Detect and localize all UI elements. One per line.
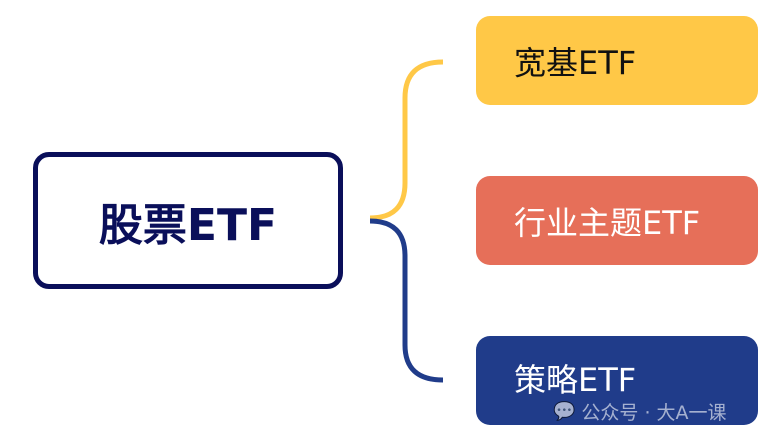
branch-strategy-etf: 策略ETF — [476, 336, 758, 425]
root-node: 股票ETF — [33, 152, 343, 289]
branch-label: 策略ETF — [514, 360, 637, 399]
wechat-icon: 💬 — [553, 401, 576, 422]
root-label: 股票ETF — [98, 199, 278, 251]
branch-sector-etf: 行业主题ETF — [476, 176, 758, 265]
connector-lower — [369, 218, 444, 383]
watermark-text: 公众号 · 大A一课 — [581, 402, 727, 424]
connector-upper — [369, 59, 444, 221]
branch-label: 宽基ETF — [514, 43, 637, 82]
watermark: 💬 公众号 · 大A一课 — [553, 398, 727, 425]
branch-broad-etf: 宽基ETF — [476, 16, 758, 105]
branch-label: 行业主题ETF — [514, 203, 701, 242]
